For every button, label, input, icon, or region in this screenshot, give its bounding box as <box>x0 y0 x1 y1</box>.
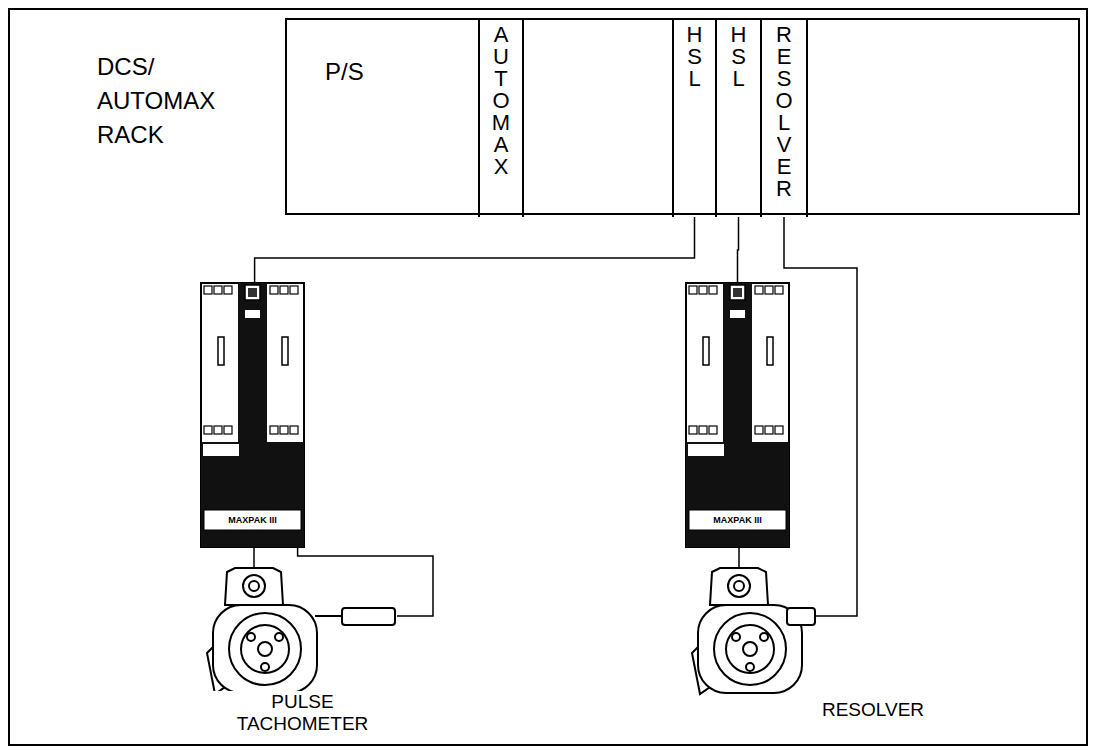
drive-lower-panel <box>203 444 239 456</box>
fuse <box>218 337 224 365</box>
terminal <box>709 426 717 434</box>
terminal <box>290 286 298 294</box>
hsl-connector-core <box>733 288 742 297</box>
terminal <box>755 286 763 294</box>
drive-nameplate-text: MAXPAK III <box>689 513 786 527</box>
rack-module: HSL <box>715 20 762 217</box>
drive-unit: MAXPAK III <box>200 282 305 548</box>
rack-module: AUTOMAX <box>478 20 524 217</box>
bolt-hole <box>275 633 283 641</box>
drive-keypad <box>245 310 260 318</box>
fuse <box>703 337 709 365</box>
terminal <box>290 426 298 434</box>
terminal <box>224 426 232 434</box>
motor-shaft <box>258 642 272 656</box>
drive-housing <box>686 283 789 547</box>
motor-assembly: RESOLVER <box>690 567 815 695</box>
rack-label: DCS/ AUTOMAX RACK <box>97 50 272 152</box>
blower-hub <box>249 581 259 591</box>
terminal <box>765 426 773 434</box>
bolt-hole <box>746 663 754 671</box>
terminal <box>214 286 222 294</box>
terminal <box>755 426 763 434</box>
hsl-connector <box>730 285 745 300</box>
nameplate <box>204 510 301 530</box>
blower-housing <box>710 568 768 605</box>
bolt-hole <box>732 633 740 641</box>
terminal <box>204 286 212 294</box>
motor-assembly: PULSE TACHOMETER <box>205 567 397 695</box>
motor-frame <box>213 605 317 693</box>
fuse <box>282 337 288 365</box>
drive-keypad <box>730 310 745 318</box>
blower-fan <box>728 575 750 597</box>
drive-unit: MAXPAK III <box>685 282 790 548</box>
terminal <box>224 286 232 294</box>
terminal <box>689 286 697 294</box>
blower-fan <box>243 575 265 597</box>
signal-wire <box>738 217 739 282</box>
drive-lower-body <box>686 442 789 547</box>
motor-end-plate <box>241 625 289 673</box>
terminal <box>699 286 707 294</box>
terminal <box>280 286 288 294</box>
motor-end-plate <box>726 625 774 673</box>
feedback-sensor <box>787 608 815 625</box>
terminal <box>270 286 278 294</box>
sensor-label: PULSE TACHOMETER <box>205 691 400 735</box>
signal-wire <box>253 548 255 567</box>
module-label: HSL <box>728 24 750 90</box>
motor-shaft <box>743 642 757 656</box>
drive-housing <box>201 283 304 547</box>
slot-label: P/S <box>325 58 364 86</box>
equipment-rack: DCS/ AUTOMAX RACKP/SAUTOMAXHSLHSLRESOLVE… <box>285 18 1080 215</box>
feedback-sensor <box>342 608 395 625</box>
terminal <box>775 426 783 434</box>
drive-lower-body <box>201 442 304 547</box>
terminal <box>204 426 212 434</box>
sensor-label: RESOLVER <box>818 699 928 721</box>
terminal <box>765 286 773 294</box>
drive-lower-panel <box>688 444 724 456</box>
power-supply-slot: P/S <box>287 20 480 217</box>
frame-border <box>9 9 1087 745</box>
module-label: RESOLVER <box>773 24 795 200</box>
motor-illustration <box>205 567 397 695</box>
terminal <box>709 286 717 294</box>
terminal <box>699 426 707 434</box>
motor-end-bell <box>229 613 301 685</box>
signal-wire <box>255 217 695 282</box>
motor-end-bell <box>714 613 786 685</box>
signal-wire <box>784 217 857 616</box>
module-label: HSL <box>684 24 706 90</box>
hsl-connector-core <box>248 288 257 297</box>
drive-nameplate-text: MAXPAK III <box>204 513 301 527</box>
sensor-coupling <box>315 615 342 617</box>
bolt-hole <box>261 663 269 671</box>
fuse <box>767 337 773 365</box>
nameplate <box>689 510 786 530</box>
bolt-hole <box>760 633 768 641</box>
bolt-hole <box>247 633 255 641</box>
blower-housing <box>225 568 283 605</box>
terminal <box>280 426 288 434</box>
terminal <box>214 426 222 434</box>
drive-illustration <box>685 282 790 548</box>
terminal <box>689 426 697 434</box>
drive-illustration <box>200 282 305 548</box>
signal-wire <box>738 548 740 567</box>
rack-module: HSL <box>672 20 717 217</box>
terminal <box>775 286 783 294</box>
motor-illustration <box>690 567 815 695</box>
terminal <box>270 426 278 434</box>
blower-hub <box>734 581 744 591</box>
rack-module: RESOLVER <box>760 20 808 217</box>
module-label: AUTOMAX <box>490 24 512 178</box>
hsl-connector <box>245 285 260 300</box>
signal-wire <box>298 548 433 616</box>
